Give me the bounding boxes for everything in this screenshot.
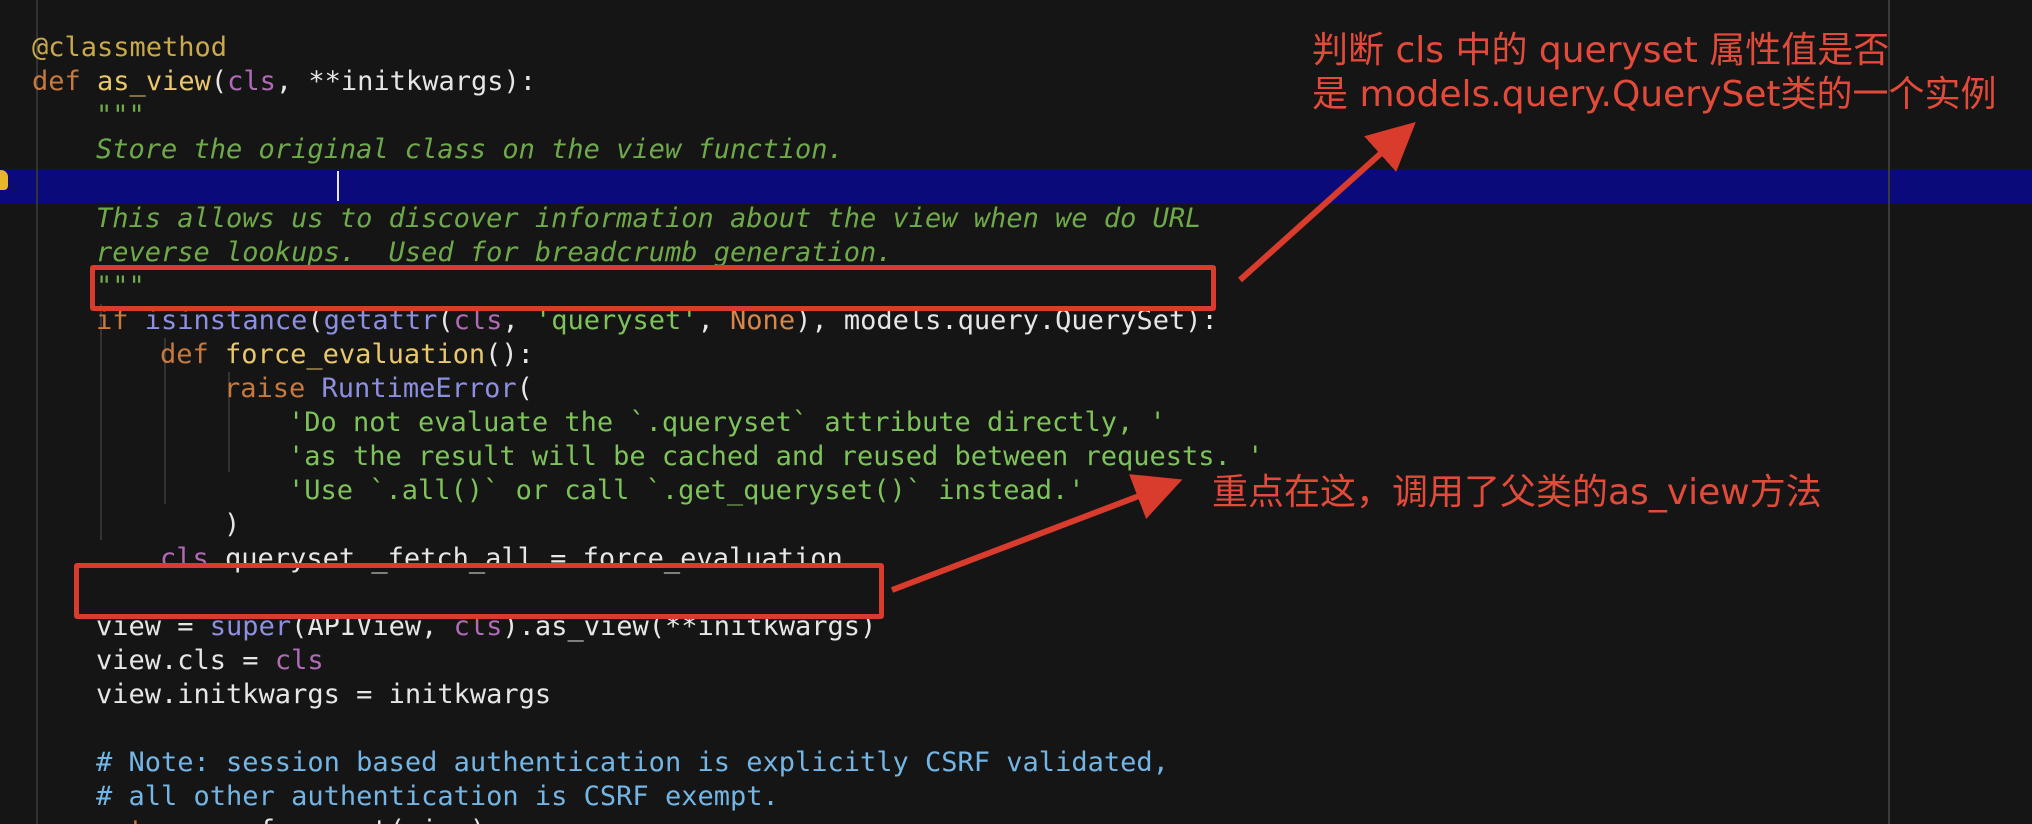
current-line-highlight [0, 169, 2032, 203]
code-line: 'Do not evaluate the `.queryset` attribu… [0, 372, 1166, 438]
code-line: """ [0, 236, 145, 302]
code-line: # all other authentication is CSRF exemp… [0, 746, 779, 812]
code-line: raise RuntimeError( [224, 373, 533, 404]
params: , **initkwargs): [275, 66, 536, 97]
annotation-top-line2: 是 models.query.QuerySet类的一个实例 [1312, 74, 1997, 115]
right-margin-guide [1888, 0, 1890, 824]
code-line: reverse lookups. Used for breadcrumb gen… [0, 202, 893, 268]
gutter-divider [36, 0, 38, 824]
comment: # all other authentication is CSRF exemp… [96, 781, 779, 812]
code-line: Store the original class on the view fun… [0, 99, 844, 165]
code-line: This allows us to discover information a… [0, 168, 1201, 234]
indent-guide [228, 372, 230, 472]
docstring-line: Store the original class on the view fun… [96, 134, 844, 165]
indent-guide [164, 338, 166, 504]
runtime-error: RuntimeError [321, 373, 517, 404]
code-line: """ [0, 65, 145, 131]
arrow-to-top-note [1237, 121, 1416, 283]
string-literal: 'as the result will be cached and reused… [288, 441, 1264, 472]
cls-ref: cls [274, 645, 324, 676]
code-line: return csrf_exempt(view) [0, 780, 486, 824]
keyword-def: def [160, 339, 209, 370]
function-name: as_view [97, 66, 211, 97]
view-initkwargs: view.initkwargs = initkwargs [96, 679, 552, 710]
function-name: force_evaluation [225, 339, 486, 370]
docstring-line: to discover information about the view w… [339, 203, 1202, 234]
close-paren: ) [224, 509, 241, 540]
code-line: ) [0, 474, 240, 540]
code-line: 'Use `.all()` or call `.get_queryset()` … [0, 440, 1085, 506]
comment: # Note: session based authentication is … [96, 747, 1169, 778]
code-line: @classmethod [0, 0, 227, 63]
code-line: # Note: session based authentication is … [0, 712, 1169, 778]
docstring-line: reverse lookups. Used for breadcrumb gen… [96, 237, 893, 268]
docstring-open: """ [96, 100, 145, 131]
code-line: def as_view(cls, **initkwargs): [0, 31, 536, 97]
code-line: if isinstance(getattr(cls, 'queryset', N… [96, 305, 1218, 336]
docstring-close: """ [96, 271, 145, 302]
annotation-middle: 重点在这，调用了父类的as_view方法 [1212, 472, 1822, 513]
code-line: view.cls = cls [96, 645, 324, 676]
highlight-box-if [90, 265, 1216, 311]
paren: ( [210, 66, 228, 97]
decorator: @classmethod [32, 32, 228, 63]
code-line: cls.queryset._fetch_all = force_evaluati… [160, 543, 843, 574]
keyword-def: def [32, 66, 81, 97]
code-line: def force_evaluation(): [160, 339, 534, 370]
string-literal: 'Use `.all()` or call `.get_queryset()` … [288, 475, 1085, 506]
keyword-raise: raise [224, 373, 306, 404]
keyword-return: return [96, 815, 194, 824]
code-line: view.initkwargs = initkwargs [0, 644, 551, 710]
code-line: view = super(APIView, cls).as_view(**ini… [96, 611, 877, 642]
highlight-box-super [74, 563, 884, 619]
code-line: 'as the result will be cached and reused… [0, 406, 1263, 472]
indent-guide [100, 304, 102, 540]
lightbulb-icon[interactable] [0, 170, 8, 190]
string-literal: 'Do not evaluate the `.queryset` attribu… [288, 407, 1166, 438]
cls-ref: cls [160, 543, 209, 574]
docstring-line: This allows us [96, 203, 340, 234]
annotation-top-line1: 判断 cls 中的 queryset 属性值是否 [1312, 30, 1890, 71]
text-cursor [337, 171, 339, 201]
cls-param: cls [227, 66, 276, 97]
